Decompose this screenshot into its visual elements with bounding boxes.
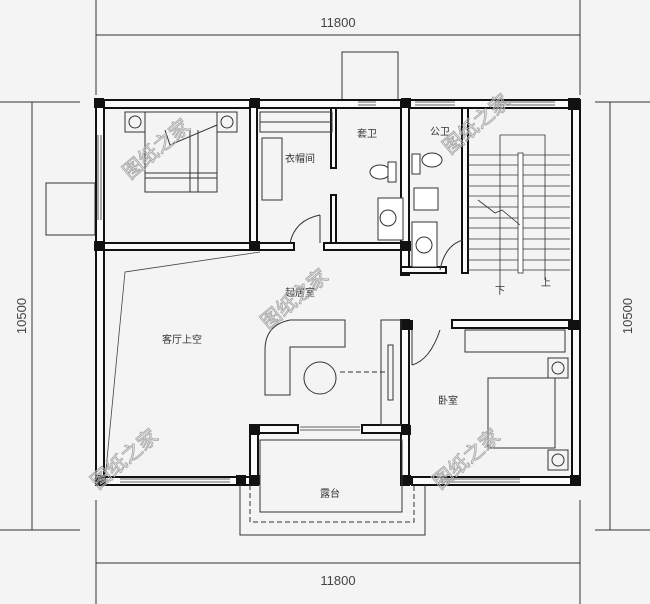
windows <box>97 101 555 483</box>
stair-down-label: 下 <box>495 286 505 297</box>
staircase <box>468 134 570 290</box>
sofa-set <box>264 319 402 426</box>
void-line <box>104 251 261 481</box>
roof-projection-top <box>341 51 399 102</box>
dimension-bottom <box>95 500 581 604</box>
room-label-ensuite: 套卫 <box>357 127 377 140</box>
dimension-right <box>595 101 650 531</box>
dimension-top <box>95 0 581 95</box>
watermark: 图纸之家 <box>256 264 333 334</box>
doors <box>289 214 464 366</box>
room-label-public-bath: 公卫 <box>430 127 450 138</box>
dimension-right-label: 10500 <box>620 298 635 334</box>
room-label-living-void: 客厅上空 <box>162 333 202 346</box>
room-label-terrace: 露台 <box>320 487 340 500</box>
room-label-closet: 衣帽间 <box>285 152 315 165</box>
bedroom-bed <box>464 329 569 471</box>
closet-shelving <box>259 111 333 201</box>
dimension-left <box>0 101 80 531</box>
room-label-bedroom: 卧室 <box>438 394 458 407</box>
dimension-top-label: 11800 <box>320 15 355 30</box>
master-bed <box>124 111 238 193</box>
columns <box>94 98 580 485</box>
dimension-bottom-label: 11800 <box>320 573 355 588</box>
terrace-outline <box>239 439 426 536</box>
bath-fixtures <box>369 152 443 268</box>
dimension-left-label: 10500 <box>14 298 29 334</box>
room-label-family-room: 起居室 <box>285 286 315 299</box>
stair-up-label: 上 <box>541 277 551 289</box>
roof-projection-left <box>45 182 96 236</box>
